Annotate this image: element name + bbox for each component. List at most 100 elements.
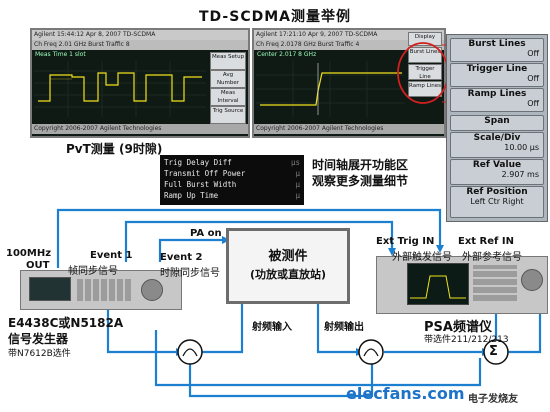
- panel-scale-div[interactable]: Scale/Div 10.00 μs: [450, 132, 544, 158]
- dut-in-line: [202, 300, 244, 354]
- table-row: Trig Delay Diff μs: [164, 157, 300, 168]
- siggen-knob[interactable]: [141, 279, 163, 301]
- ext-trig-label: Ext Trig IN: [376, 236, 435, 247]
- psa-options: 带选件211/212/213: [424, 335, 509, 345]
- panel-scale-div-sub: 10.00 μs: [504, 143, 539, 152]
- right-softkey-4[interactable]: Ramp Lines: [408, 81, 442, 97]
- event1-label: Event 1: [90, 250, 133, 261]
- ref-100mhz-label: 100MHz: [6, 248, 52, 259]
- right-analyzer-screen: Agilent 17:21:10 Apr 9, 2007 TD-SCDMA Ch…: [252, 28, 446, 138]
- coupler-2: [358, 339, 384, 365]
- dut-line2: (功放或直放站): [249, 268, 327, 281]
- panel-ref-position-label: Ref Position: [466, 187, 528, 197]
- left-screen-header: Agilent 15:44:12 Apr 8, 2007 TD-SCDMA: [32, 30, 248, 40]
- panel-ramp-lines[interactable]: Ramp Lines Off: [450, 88, 544, 112]
- measure-table: Trig Delay Diff μs Transmit Off Power μ …: [160, 155, 304, 205]
- time-axis-caption-line1: 时间轴展开功能区: [312, 158, 409, 172]
- rf-gen-line: [106, 310, 178, 354]
- dut-line1: 被测件: [268, 249, 308, 264]
- watermark-cn: 电子发烧友: [468, 394, 518, 405]
- time-axis-caption-line2: 观察更多测量细节: [312, 174, 409, 188]
- event1-cn-label: 帧同步信号: [68, 266, 118, 277]
- siggen-display: [29, 277, 71, 301]
- left-pvt-trace: [34, 61, 206, 117]
- pa-on-line: [158, 238, 222, 262]
- panel-ref-position-sub: Left Ctr Right: [470, 197, 524, 206]
- page-title: TD-SCDMA测量举例: [199, 9, 351, 25]
- table-row-value: μ: [295, 180, 300, 189]
- left-softkey-4[interactable]: Trig Source: [210, 106, 246, 124]
- summer-symbol: Σ: [489, 344, 498, 359]
- dut-box: 被测件 (功放或直放站): [226, 228, 350, 304]
- ext-ref-cn-label: 外部参考信号: [462, 252, 522, 263]
- right-feed-line: [508, 300, 542, 354]
- event2-label: Event 2: [160, 252, 203, 263]
- rf-in-label: 射频输入: [252, 322, 292, 333]
- left-trace-line: [38, 72, 202, 102]
- left-screen-header2: Ch Freq 2.01 GHz Burst Traffic 8: [32, 40, 248, 50]
- rf-out-label: 射频输出: [324, 322, 364, 333]
- right-screen-tag: Center 2.017 8 GHz: [257, 51, 317, 58]
- siggen-keypad[interactable]: [77, 279, 133, 301]
- panel-trigger-line-sub: Off: [527, 74, 539, 83]
- right-softkey-3[interactable]: Trigger Line: [408, 64, 442, 80]
- panel-span-label: Span: [484, 116, 510, 126]
- coupler1-down-line: [188, 364, 374, 398]
- ref-out-label: OUT: [26, 260, 50, 271]
- panel-burst-lines-sub: Off: [527, 49, 539, 58]
- summer: [483, 339, 509, 365]
- event2-cn-label: 时隙同步信号: [160, 268, 220, 279]
- right-screen-header: Agilent 17:21:10 Apr 9, 2007 TD-SCDMA: [254, 30, 444, 40]
- table-row: Ramp Up Time μ: [164, 190, 300, 201]
- side-softkey-panel: Burst Lines Off Trigger Line Off Ramp Li…: [446, 34, 548, 222]
- panel-ref-value[interactable]: Ref Value 2.907 ms: [450, 159, 544, 185]
- table-row-name: Ramp Up Time: [164, 191, 219, 200]
- trig-line: [124, 220, 394, 262]
- coupler-1: [177, 339, 203, 365]
- siggen-line2: 信号发生器: [8, 332, 69, 346]
- panel-ramp-lines-sub: Off: [527, 99, 539, 108]
- event2-line: [154, 330, 482, 387]
- psa-trace: [410, 275, 466, 299]
- table-row-value: μ: [295, 169, 300, 178]
- table-row-name: Transmit Off Power: [164, 169, 246, 178]
- watermark-logo: elecfans.com: [346, 384, 465, 403]
- psa-display: [407, 263, 469, 305]
- ext-ref-label: Ext Ref IN: [458, 236, 514, 247]
- psa-keypad[interactable]: [473, 265, 517, 301]
- left-softkey-3[interactable]: Meas Interval: [210, 88, 246, 106]
- right-pvt-trace: [256, 61, 404, 117]
- psa-knob[interactable]: [521, 269, 543, 291]
- left-screen-footer: Copyright 2006-2007 Agilent Technologies: [32, 124, 248, 134]
- panel-burst-lines-label: Burst Lines: [468, 39, 526, 49]
- panel-ref-position[interactable]: Ref Position Left Ctr Right: [450, 186, 544, 218]
- panel-trigger-line-label: Trigger Line: [466, 64, 528, 74]
- siggen-line3: 带N7612B选件: [8, 349, 71, 359]
- siggen-line1: E4438C或N5182A: [8, 316, 124, 330]
- panel-trigger-line[interactable]: Trigger Line Off: [450, 63, 544, 87]
- table-row: Transmit Off Power μ: [164, 168, 300, 179]
- table-row-value: μs: [290, 158, 300, 167]
- left-softkey-2[interactable]: Avg Number: [210, 70, 246, 88]
- psa-title: PSA频谱仪: [424, 320, 492, 335]
- right-screen-header2: Ch Freq 2.0178 GHz Burst Traffic 4: [254, 40, 444, 50]
- panel-span[interactable]: Span: [450, 115, 544, 131]
- right-softkey-1[interactable]: Display: [408, 32, 442, 46]
- pa-on-label: PA on: [190, 228, 222, 239]
- left-screen-tag: Meas Time 1 slot: [35, 51, 86, 58]
- psa-analyzer: [376, 256, 548, 314]
- dut-out-line: [316, 300, 358, 354]
- table-row-name: Trig Delay Diff: [164, 158, 232, 167]
- panel-ref-value-sub: 2.907 ms: [501, 170, 539, 179]
- panel-burst-lines[interactable]: Burst Lines Off: [450, 38, 544, 62]
- right-softkey-2[interactable]: Burst Lines: [408, 47, 442, 63]
- left-softkey-1[interactable]: Meas Setup: [210, 52, 246, 70]
- ext-trig-cn-label: 外部触发信号: [392, 252, 452, 263]
- panel-scale-div-label: Scale/Div: [473, 133, 521, 143]
- table-row-value: μ: [295, 191, 300, 200]
- right-screen-footer: Copyright 2006-2007 Agilent Technologies: [254, 124, 444, 134]
- panel-ramp-lines-label: Ramp Lines: [467, 89, 527, 99]
- pvt-label: PvT测量 (9时隙): [66, 142, 163, 156]
- table-row: Full Burst Width μ: [164, 179, 300, 190]
